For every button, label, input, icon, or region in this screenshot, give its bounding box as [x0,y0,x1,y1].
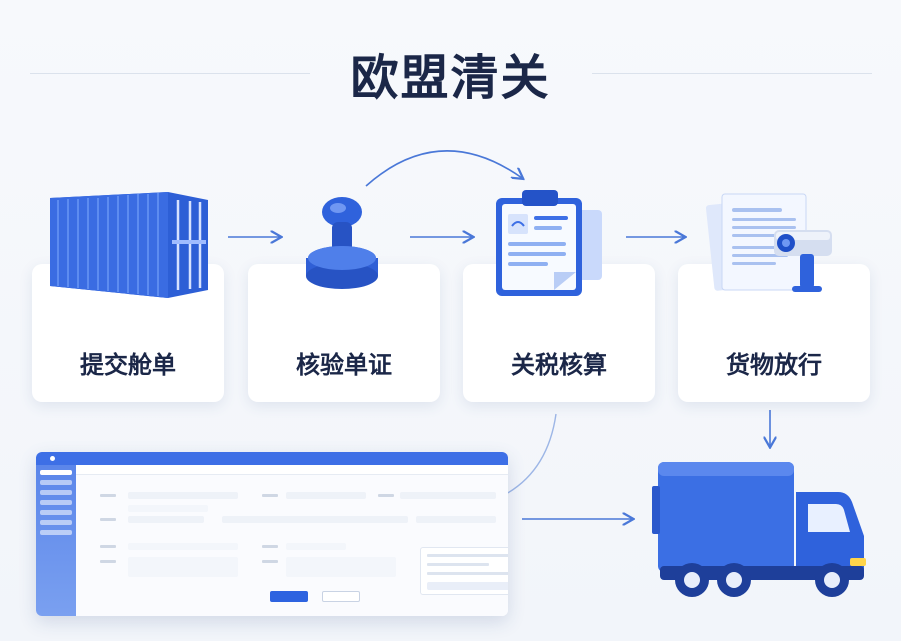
page-title: 欧盟清关 [350,50,551,106]
step-label-4: 货物放行 [726,351,822,379]
clipboard-document-icon [496,190,602,296]
title-divider-left [30,73,310,74]
rubber-stamp-icon [306,197,378,289]
step-label-1: 提交舱单 [80,351,176,379]
step-label-3: 关税核算 [511,351,607,379]
delivery-truck-icon [652,462,866,597]
app-content [76,465,508,616]
title-divider-right [592,73,872,74]
app-topbar [36,452,508,465]
cancel-button[interactable] [322,591,360,602]
customs-software-window-icon [36,452,508,616]
arc-arrow-top [365,150,522,187]
confirm-button[interactable] [270,591,308,602]
step-label-2: 核验单证 [296,351,392,379]
arc-from-tariff-to-app [505,413,557,495]
document-scanner-icon [706,193,832,292]
app-sidebar [36,465,76,616]
shipping-container-icon [50,192,208,298]
